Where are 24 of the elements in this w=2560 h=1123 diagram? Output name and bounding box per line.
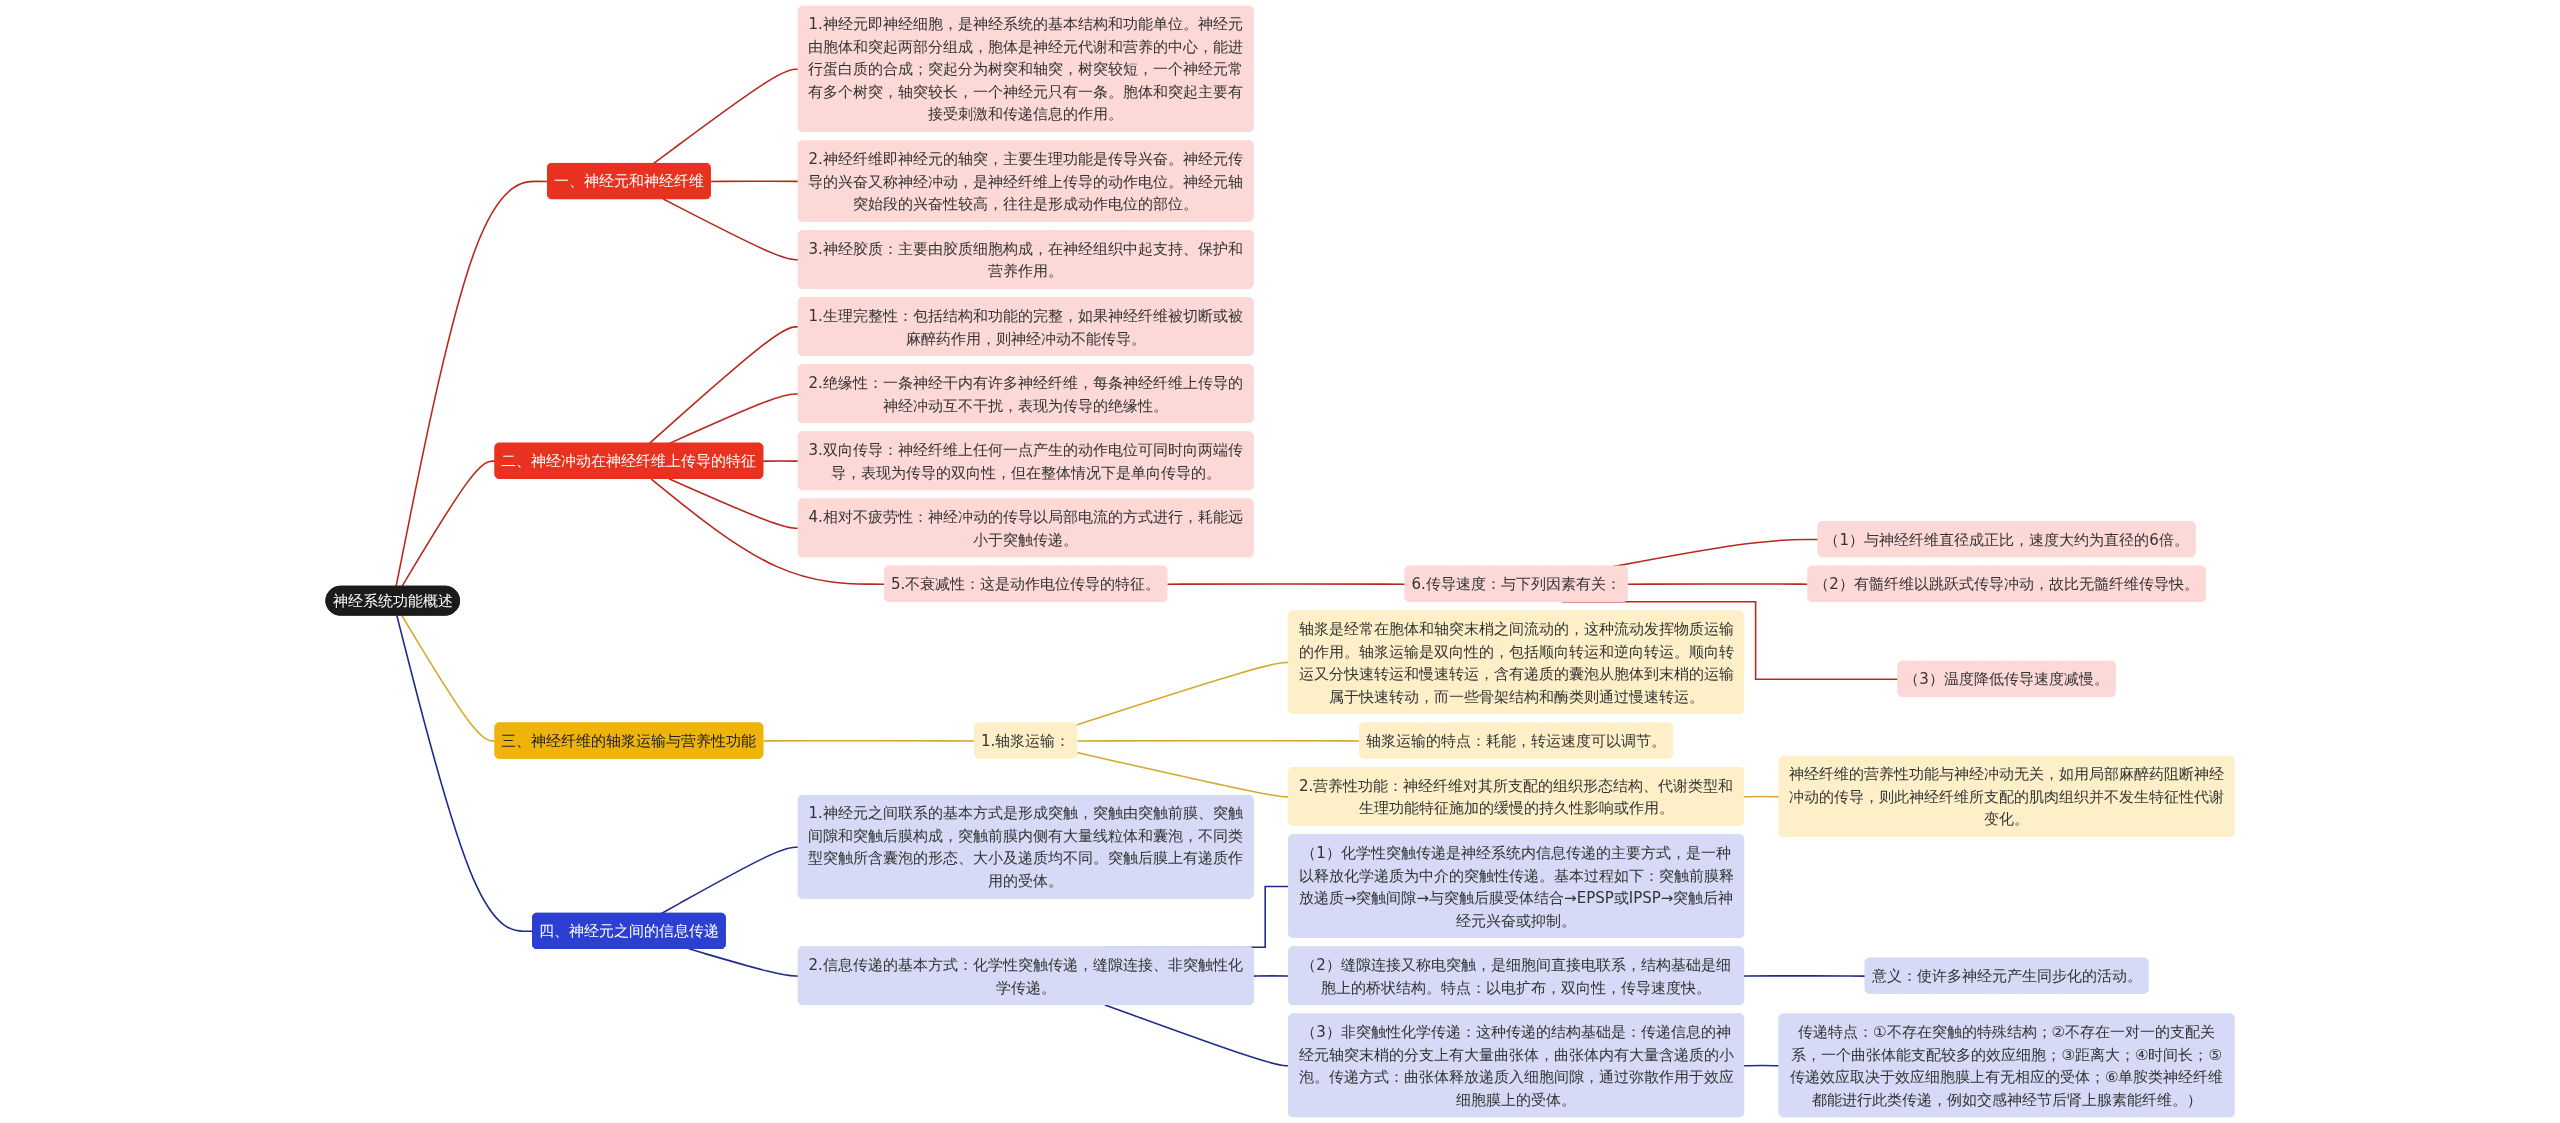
connector bbox=[1743, 1064, 1781, 1067]
connector bbox=[660, 846, 800, 915]
connector bbox=[1743, 795, 1781, 798]
connector bbox=[1104, 1004, 1290, 1067]
connector bbox=[652, 68, 800, 165]
connector bbox=[650, 478, 886, 585]
connector bbox=[709, 180, 800, 183]
connector bbox=[662, 198, 800, 261]
connector bbox=[1075, 661, 1290, 726]
connector bbox=[762, 460, 800, 462]
connector bbox=[1743, 975, 1867, 977]
connector bbox=[396, 614, 534, 933]
connector bbox=[687, 948, 800, 977]
connector bbox=[1076, 751, 1290, 798]
connector bbox=[1252, 975, 1290, 977]
connector bbox=[648, 326, 800, 445]
connector bbox=[401, 460, 497, 588]
connector bbox=[668, 393, 800, 445]
connector bbox=[762, 739, 976, 742]
connector bbox=[1166, 583, 1407, 585]
connector bbox=[668, 478, 800, 530]
connector bbox=[401, 614, 497, 742]
connector bbox=[1076, 739, 1361, 742]
connector bbox=[395, 180, 549, 588]
